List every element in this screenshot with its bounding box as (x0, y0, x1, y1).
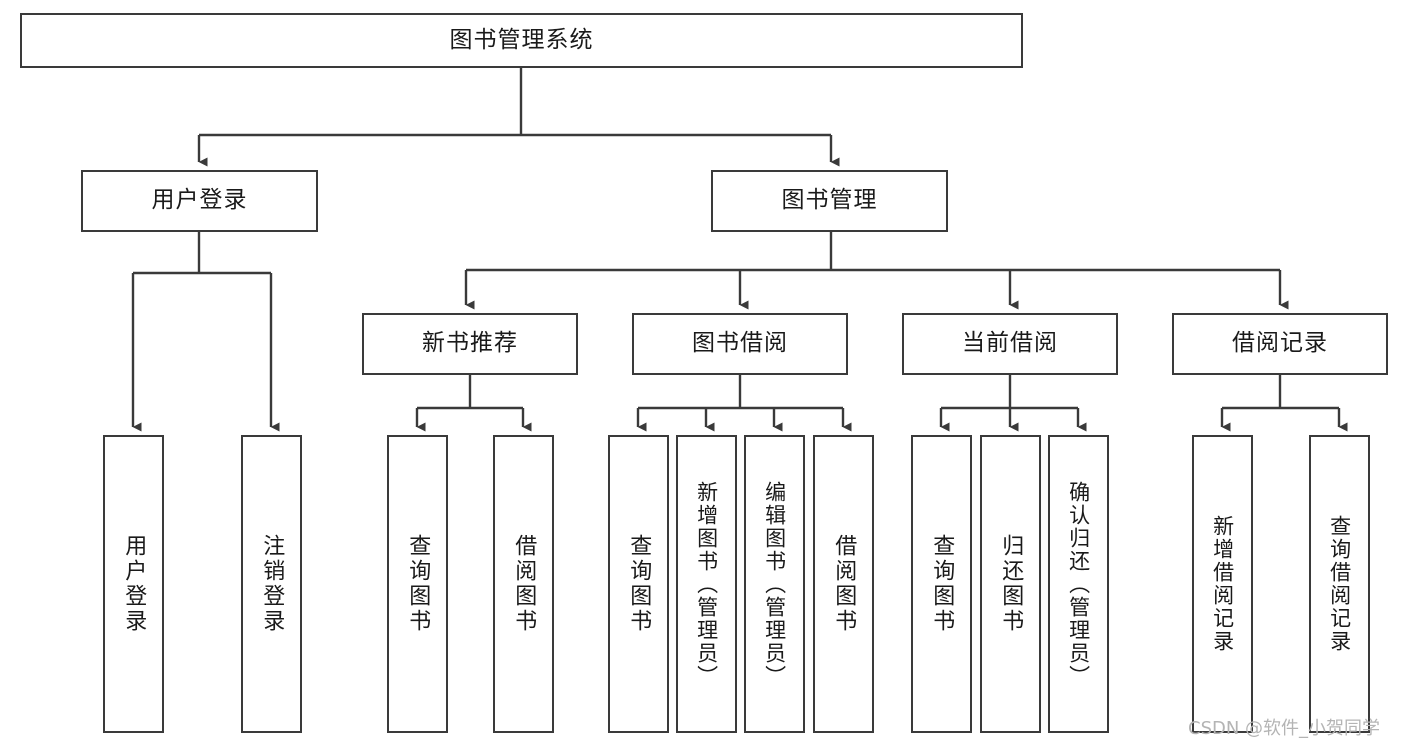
node-borrow-record[interactable]: 借阅记录 (1172, 313, 1388, 375)
node-book-manage[interactable]: 图书管理 (711, 170, 948, 232)
watermark-text: CSDN @软件_小贺同学 (1188, 718, 1381, 739)
leaf-return-book[interactable]: 归还图书 (980, 435, 1041, 733)
leaf-add-record[interactable]: 新增借阅记录 (1192, 435, 1253, 733)
leaf-borrow-book-2[interactable]: 借阅图书 (813, 435, 874, 733)
leaf-logout-login[interactable]: 注销登录 (241, 435, 302, 733)
leaf-borrow-book-1[interactable]: 借阅图书 (493, 435, 554, 733)
node-book-borrow[interactable]: 图书借阅 (632, 313, 848, 375)
node-root[interactable]: 图书管理系统 (20, 13, 1023, 68)
leaf-edit-book[interactable]: 编辑图书（管理员） (744, 435, 805, 733)
node-current-borrow[interactable]: 当前借阅 (902, 313, 1118, 375)
node-new-book-recommend[interactable]: 新书推荐 (362, 313, 578, 375)
leaf-query-book-1[interactable]: 查询图书 (387, 435, 448, 733)
leaf-user-login[interactable]: 用户登录 (103, 435, 164, 733)
leaf-query-book-3[interactable]: 查询图书 (911, 435, 972, 733)
leaf-query-record[interactable]: 查询借阅记录 (1309, 435, 1370, 733)
leaf-confirm-return[interactable]: 确认归还（管理员） (1048, 435, 1109, 733)
leaf-add-book[interactable]: 新增图书（管理员） (676, 435, 737, 733)
node-user-login[interactable]: 用户登录 (81, 170, 318, 232)
leaf-query-book-2[interactable]: 查询图书 (608, 435, 669, 733)
